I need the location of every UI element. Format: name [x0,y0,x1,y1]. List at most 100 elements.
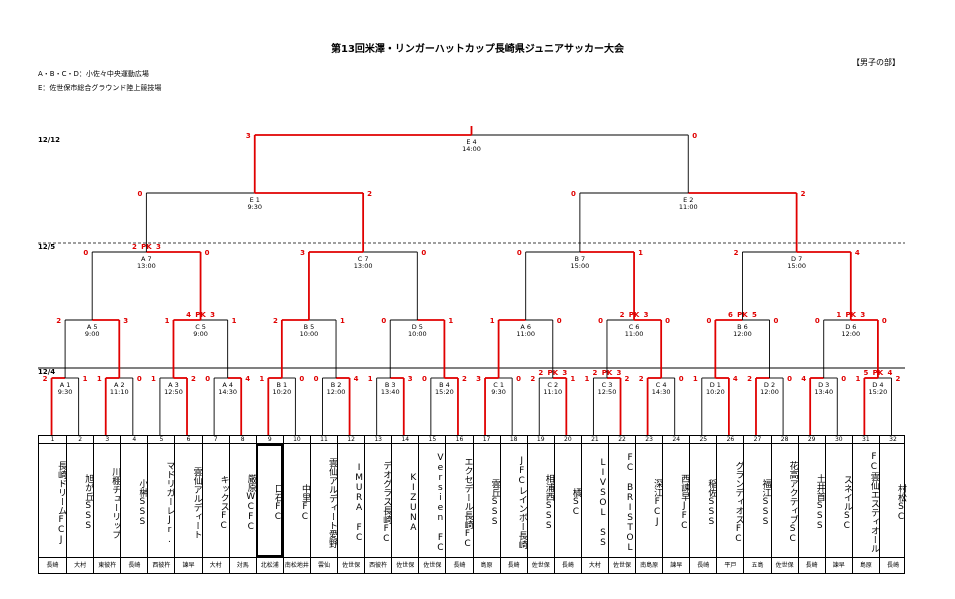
team-region-cell: 諫早 [662,558,689,573]
team-name: 雲丘SSS [489,478,500,527]
team-no: 16 [455,436,464,443]
team-region: 諫早 [670,562,683,569]
team-name-cell: FC雲仙エスティオール [851,444,879,557]
team-name-cell: IMURA FC [337,444,364,557]
team-name: FC雲仙エスティオール [868,452,879,553]
team-name: 川棚チューリップ [110,466,121,539]
team-name: マドリガーレJr. [164,460,175,545]
score-left: 2 [747,375,752,383]
team-region: 東彼杵 [98,562,117,569]
team-no: 2 [78,436,83,443]
team-region-cell: 北松浦 [255,558,283,573]
score-left: 2 [56,317,61,325]
team-no: 23 [645,436,653,443]
team-no: 24 [672,436,681,443]
match-time: 12:00 [760,388,779,396]
team-number-cell: 3 [93,436,120,443]
team-number-cell: 12 [337,436,364,443]
score-left: 0 [83,249,88,257]
team-name-cell: 橘SC [553,444,581,557]
team-name: 深江FCJ [652,478,663,527]
team-name: エクセデール長崎FC [462,456,473,549]
team-name: 稲佐SSS [706,478,717,527]
match-label: C 4 [656,381,667,389]
team-region-cell: 五島 [743,558,770,573]
match-label: D 1 [710,381,721,389]
team-no: 21 [591,436,599,443]
score-left: 0 [571,190,576,198]
team-name-cell: 雲丘SSS [472,444,500,557]
score-left: 0 [422,375,427,383]
score-left: 2 [530,375,535,383]
team-name: 花高アクティブSC [787,461,798,544]
score-right: 0 [787,375,792,383]
team-number-cell: 26 [716,436,743,443]
team-name-cell: 花高アクティブSC [770,444,798,557]
match-time: 13:40 [814,388,833,396]
score-left: 2 [43,375,48,383]
team-region: 大村 [209,562,222,569]
team-name: 長崎ドリームFCJ [56,460,67,545]
team-region-cell: 大村 [580,558,608,573]
pk-score-right: 3 [210,311,215,319]
score-right: 4 [855,249,860,257]
team-no: 12 [347,436,355,443]
team-region: 佐世保 [396,562,415,569]
team-name-cell: 深江FCJ [635,444,662,557]
match-label: A 3 [168,381,179,389]
date-label-day1: 12/4 [38,368,56,376]
pk-score-left: 1 [836,311,841,319]
team-region-cell: 佐世保 [526,558,554,573]
match-label: D 5 [412,323,423,331]
score-right: 0 [692,132,697,140]
team-name: グランディオスFC [733,461,744,544]
team-name-cell: 長崎ドリームFCJ [39,444,66,557]
team-number-cell: 4 [120,436,147,443]
team-region-cell: 長崎 [445,558,472,573]
pk-score-left: 5 [863,369,868,377]
team-region: 平戸 [724,562,737,569]
team-no: 27 [753,436,762,443]
match-label: B 7 [575,255,586,263]
match-time: 9:30 [491,388,506,396]
team-region: 島原 [480,562,493,569]
team-region-cell: 大村 [201,558,229,573]
score-left: 2 [734,249,739,257]
team-name-cell: FC BRISTOL [607,444,635,557]
team-name: LIVSOL SS [597,457,608,548]
team-no: 3 [105,436,110,443]
score-left: 1 [693,375,698,383]
team-region-cell: 大村 [66,558,93,573]
team-region: 対馬 [236,562,249,569]
match-label: B 4 [439,381,450,389]
team-no: 32 [889,436,897,443]
match-time: 12:00 [327,388,346,396]
team-name: KIZUNA [408,472,419,533]
score-right: 4 [354,375,359,383]
team-number-cell: 25 [689,436,716,443]
score-left: 0 [205,375,210,383]
team-number-cell: 7 [201,436,229,443]
team-region-cell: 雲仙 [309,558,337,573]
match-time: 11:00 [516,330,535,338]
match-label: D 7 [791,255,802,263]
team-region-cell: 対馬 [228,558,256,573]
match-time: 12:00 [841,330,860,338]
team-number-cell: 31 [851,436,879,443]
team-region-cell: 佐世保 [418,558,445,573]
team-name-cell: エクセデール長崎FC [445,444,473,557]
team-region-cell: 西彼杵 [147,558,174,573]
score-left: 0 [517,249,522,257]
team-name-cell: キックスFC [201,444,229,557]
team-no: 29 [807,436,816,443]
score-right: 1 [232,317,237,325]
team-name: 小榊SSS [137,478,148,527]
score-right: 4 [733,375,738,383]
team-no: 10 [293,436,301,443]
team-name-cell: マドリガーレJr. [147,444,174,557]
team-region-cell: 長崎 [689,558,716,573]
score-right: 2 [191,375,196,383]
team-name-cell: 中里FC [282,444,310,557]
team-region-cell: 長崎 [499,558,527,573]
